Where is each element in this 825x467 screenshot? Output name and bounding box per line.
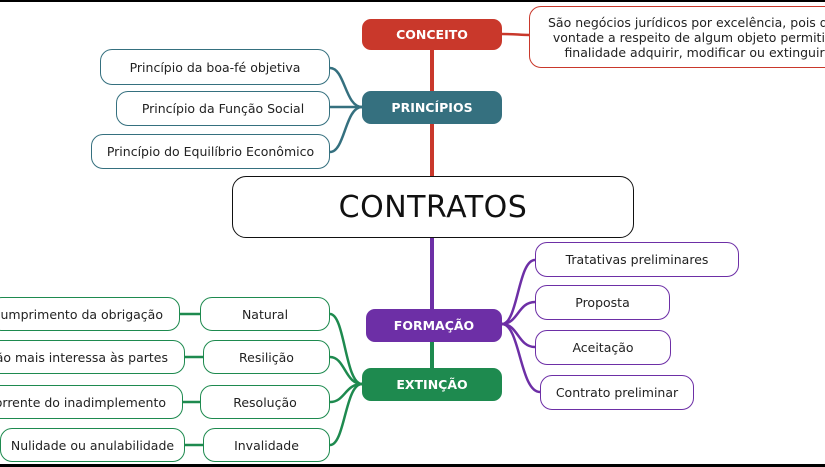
hub-extincao[interactable]: EXTINÇÃO bbox=[362, 368, 502, 401]
connector-extincao-4 bbox=[329, 382, 363, 447]
extincao-resilicao-detail[interactable]: Não mais interessa às partes bbox=[0, 340, 185, 374]
formacao-contrato-preliminar[interactable]: Contrato preliminar bbox=[540, 375, 694, 410]
formacao-aceitacao[interactable]: Aceitação bbox=[535, 330, 671, 365]
extincao-resolucao[interactable]: Resolução bbox=[200, 385, 330, 419]
hub-principios[interactable]: PRINCÍPIOS bbox=[362, 91, 502, 124]
connector-extincao-1 bbox=[329, 312, 363, 386]
conceito-note-line-2: vontade a respeito de algum objeto permi… bbox=[552, 29, 825, 45]
connector-principios-3 bbox=[329, 105, 363, 154]
conceito-note-line-3: finalidade adquirir, modificar ou exting… bbox=[564, 44, 825, 60]
hub-formacao[interactable]: FORMAÇÃO bbox=[366, 309, 502, 342]
extincao-invalidade-detail[interactable]: Nulidade ou anulabilidade bbox=[0, 428, 185, 462]
formacao-tratativas[interactable]: Tratativas preliminares bbox=[535, 242, 739, 277]
connector-extincao-2 bbox=[329, 355, 363, 386]
hub-conceito[interactable]: CONCEITO bbox=[362, 19, 502, 50]
formacao-proposta[interactable]: Proposta bbox=[535, 285, 670, 320]
conceito-note[interactable]: São negócios jurídicos por excelência, p… bbox=[529, 6, 825, 68]
extincao-resolucao-detail[interactable]: Decorrente do inadimplemento bbox=[0, 385, 183, 419]
connector-conceito-note bbox=[501, 32, 531, 37]
extincao-natural[interactable]: Natural bbox=[200, 297, 330, 331]
extincao-natural-detail[interactable]: Cumprimento da obrigação bbox=[0, 297, 180, 331]
central-topic[interactable]: CONTRATOS bbox=[232, 176, 634, 238]
extincao-invalidade[interactable]: Invalidade bbox=[203, 428, 330, 462]
principio-boa-fe[interactable]: Princípio da boa-fé objetiva bbox=[100, 49, 330, 85]
connector-formacao-4 bbox=[501, 322, 541, 394]
principio-funcao-social[interactable]: Princípio da Função Social bbox=[116, 91, 330, 126]
principio-equilibrio-economico[interactable]: Princípio do Equilíbrio Econômico bbox=[91, 134, 330, 169]
conceito-note-line-1: São negócios jurídicos por excelência, p… bbox=[548, 14, 825, 30]
connector-principios-1 bbox=[329, 66, 363, 109]
extincao-resilicao[interactable]: Resilição bbox=[203, 340, 330, 374]
